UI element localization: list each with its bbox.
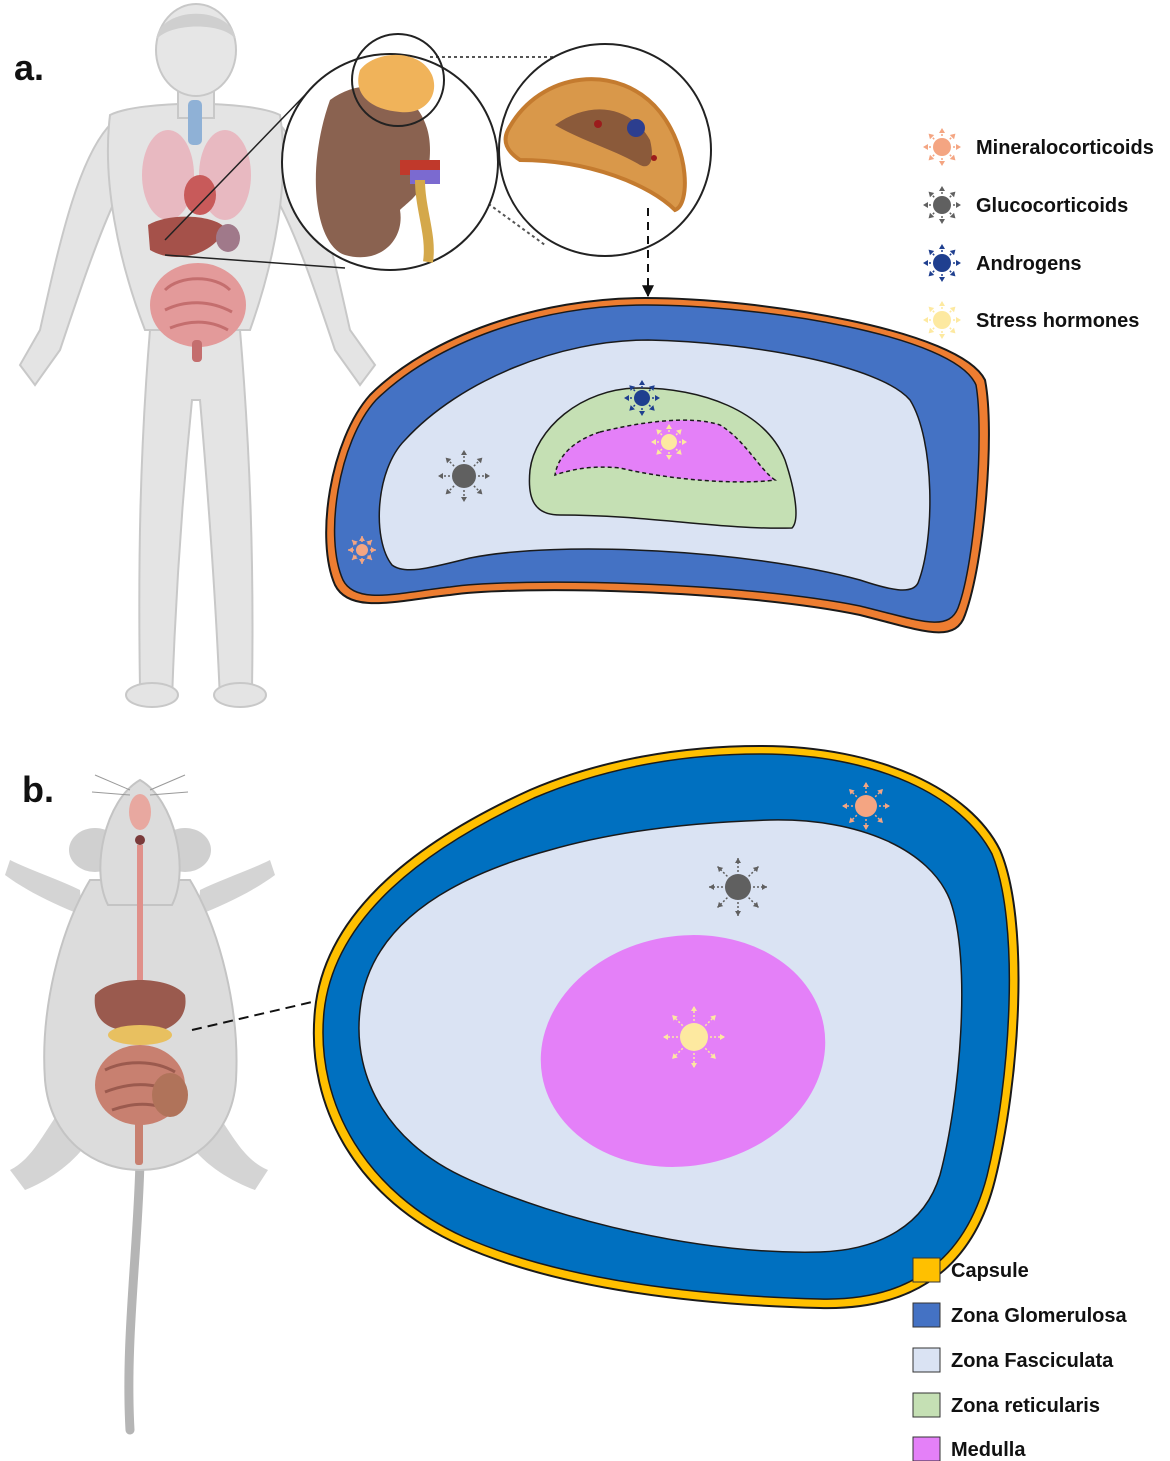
panel-b-label: b. <box>22 769 54 810</box>
panel-a-label: a. <box>14 47 44 88</box>
legend-label-medulla: Medulla <box>951 1439 1026 1461</box>
kidney-zoom-circle <box>282 34 498 270</box>
hormone-arrowhead <box>939 301 945 306</box>
legend-item-zona-reticularis: Zona reticularis <box>913 1393 1100 1417</box>
legend-item-capsule: Capsule <box>913 1258 1029 1282</box>
hormone-core <box>680 1023 708 1051</box>
legend-label-zona-reticularis: Zona reticularis <box>951 1395 1100 1417</box>
legend-label-capsule: Capsule <box>951 1260 1029 1282</box>
adrenal-cross-section-b <box>314 746 1019 1308</box>
glucocorticoid-marker-b <box>709 858 767 916</box>
legend-item-medulla: Medulla <box>913 1437 1026 1461</box>
legend-item-stress-hormones: Stress hormones <box>923 301 1139 339</box>
adrenal-cross-section-a <box>326 298 989 632</box>
glucocorticoids-icon <box>923 186 961 224</box>
zona-fasciculata-swatch <box>913 1348 940 1372</box>
glucocorticoid-marker-a <box>438 450 490 502</box>
hormone-core <box>933 196 951 214</box>
capsule-swatch <box>913 1258 940 1282</box>
hormone-legend: Mineralocorticoids Glucocorticoids Andro… <box>923 128 1154 339</box>
medulla-swatch <box>913 1437 940 1461</box>
legend-item-glucocorticoids: Glucocorticoids <box>923 186 1128 224</box>
hormone-arrowhead <box>939 161 945 166</box>
legend-label-stress-hormones: Stress hormones <box>976 310 1139 332</box>
hormone-core <box>452 464 476 488</box>
legend-item-mineralocorticoids: Mineralocorticoids <box>923 128 1154 166</box>
zone-legend: Capsule Zona Glomerulosa Zona Fasciculat… <box>913 1258 1127 1461</box>
hormone-arrowhead <box>939 277 945 282</box>
hormone-arrowhead <box>956 144 961 150</box>
legend-label-androgens: Androgens <box>976 253 1082 275</box>
mineralocorticoid-marker-a <box>348 536 376 564</box>
hormone-arrowhead <box>939 219 945 224</box>
mineralocorticoids-icon <box>923 128 961 166</box>
hormone-arrowhead <box>939 186 945 191</box>
hormone-arrowhead <box>923 144 928 150</box>
hormone-core <box>634 390 650 406</box>
stress-hormones-icon <box>923 301 961 339</box>
hormone-core <box>933 311 951 329</box>
hormone-core <box>725 874 751 900</box>
legend-item-zona-fasciculata: Zona Fasciculata <box>913 1348 1114 1372</box>
hormone-core <box>661 434 677 450</box>
legend-label-zona-glomerulosa: Zona Glomerulosa <box>951 1305 1127 1327</box>
hormone-core <box>933 138 951 156</box>
legend-item-zona-glomerulosa: Zona Glomerulosa <box>913 1303 1127 1327</box>
zona-reticularis-swatch <box>913 1393 940 1417</box>
hormone-core <box>356 544 368 556</box>
hormone-arrowhead <box>956 260 961 266</box>
legend-item-androgens: Androgens <box>923 244 1082 282</box>
hormone-arrowhead <box>939 128 945 133</box>
hormone-core <box>855 795 877 817</box>
hormone-arrowhead <box>939 244 945 249</box>
stress-hormone-marker-b <box>663 1006 725 1068</box>
hormone-arrowhead <box>939 334 945 339</box>
hormone-arrowhead <box>923 202 928 208</box>
legend-label-mineralocorticoids: Mineralocorticoids <box>976 137 1154 159</box>
zona-glomerulosa-swatch <box>913 1303 940 1327</box>
hormone-arrowhead <box>956 317 961 323</box>
hormone-arrowhead <box>956 202 961 208</box>
hormone-arrowhead <box>923 260 928 266</box>
mouse-illustration <box>5 775 275 1430</box>
legend-label-zona-fasciculata: Zona Fasciculata <box>951 1350 1114 1372</box>
hormone-core <box>933 254 951 272</box>
adrenal-section-zoom-circle <box>499 44 711 256</box>
androgens-icon <box>923 244 961 282</box>
hormone-arrowhead <box>923 317 928 323</box>
legend-label-glucocorticoids: Glucocorticoids <box>976 195 1128 217</box>
